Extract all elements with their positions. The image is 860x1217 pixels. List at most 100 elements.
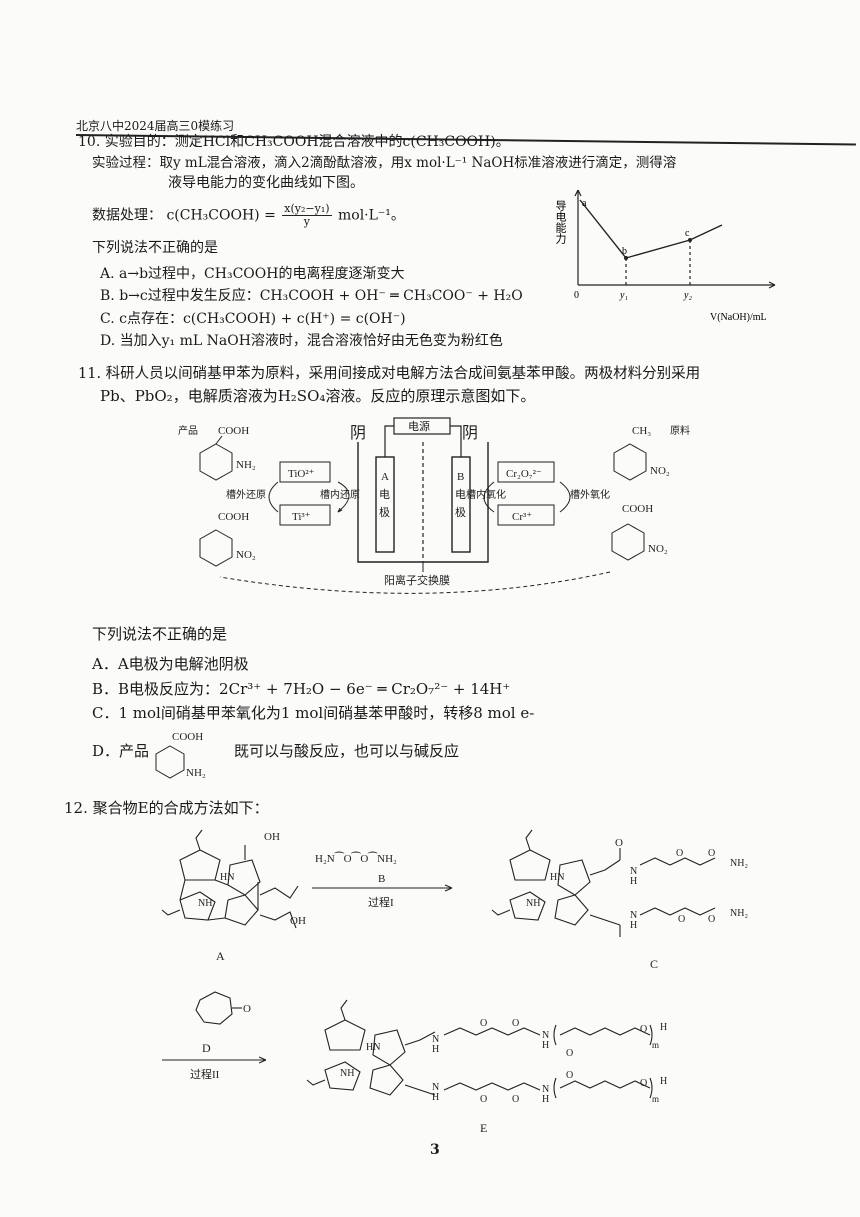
optd-nh2: NH₂ bbox=[186, 767, 206, 779]
q12-synthesis-scheme: OH OH HN NH A H₂N⁀O⁀O⁀NH₂ B 过程I O N bbox=[161, 829, 748, 1135]
molecule-A: OH OH HN NH A bbox=[161, 829, 306, 963]
graph-label-c: c bbox=[685, 228, 690, 239]
q10-option-a: A. a→b过程中，CH₃COOH的电离程度逐渐变大 bbox=[100, 266, 405, 282]
mol-c-hn: HN bbox=[550, 872, 564, 883]
intermediate-left-ring bbox=[199, 529, 233, 567]
mol-e-end-h-bottom: H bbox=[660, 1076, 667, 1087]
return-arrow bbox=[219, 571, 611, 594]
mol-e-carbonyl-top: O bbox=[566, 1048, 573, 1059]
step1-label: 过程I bbox=[368, 896, 394, 909]
optd-ring bbox=[155, 745, 185, 779]
tio-label: TiO²⁺ bbox=[288, 468, 315, 480]
label-A: A bbox=[216, 949, 225, 963]
mol-c-o3: O bbox=[678, 914, 685, 925]
electrode-a-char1: 电 bbox=[379, 488, 390, 501]
tank-out-reduction-label: 槽外还原 bbox=[226, 488, 266, 501]
electrode-a-label: A bbox=[381, 471, 389, 483]
q10-formula-fraction: x(y₂−y₁) y bbox=[282, 203, 332, 228]
intermediate-left-cooh: COOH bbox=[218, 511, 249, 523]
tio-box bbox=[279, 461, 331, 483]
graph-label-a: a bbox=[582, 198, 587, 209]
q10-data-processing: 数据处理： c(CH₃COOH) = x(y₂−y₁) y mol·L⁻¹。 bbox=[92, 203, 405, 228]
mol-a-nh: NH bbox=[198, 898, 212, 909]
molecule-C: O N H O O NH₂ N H O O NH₂ HN NH C bbox=[491, 829, 748, 971]
mol-e-m-top: m bbox=[652, 1040, 659, 1050]
cr2o7-box bbox=[497, 461, 555, 483]
product-nh2: NH₂ bbox=[236, 459, 256, 471]
electrode-b-label: B bbox=[457, 471, 464, 483]
electrode-a bbox=[375, 456, 395, 553]
mol-e-carbonyl-bottom: O bbox=[566, 1070, 573, 1081]
mol-a-oh-top: OH bbox=[264, 831, 280, 843]
graph-label-b: b bbox=[622, 246, 627, 257]
mol-e-m-bottom: m bbox=[652, 1094, 659, 1104]
mol-e-n2-bottom: N bbox=[542, 1084, 549, 1095]
graph-point-c bbox=[688, 238, 692, 242]
q11-option-a: A．A电极为电解池阴极 bbox=[92, 655, 249, 673]
mol-e-end-o-top: O bbox=[640, 1024, 647, 1035]
mol-e-o2: O bbox=[512, 1018, 519, 1029]
intermediate-left-no2: NO₂ bbox=[236, 549, 256, 561]
ti-box bbox=[279, 504, 331, 526]
membrane-label: 阳离子交换膜 bbox=[384, 573, 450, 587]
mol-e-o3: O bbox=[480, 1094, 487, 1105]
optd-cooh: COOH bbox=[172, 731, 203, 743]
graph-origin: 0 bbox=[574, 290, 579, 301]
q11-line1: 11. 科研人员以间硝基甲苯为原料，采用间接成对电解方法合成间氨基苯甲酸。两极材… bbox=[78, 366, 701, 382]
power-source-label: 电源 bbox=[408, 419, 430, 433]
mol-c-h-bottom: H bbox=[630, 920, 637, 931]
intermediate-right-no2: NO₂ bbox=[648, 543, 668, 555]
q11-question: 下列说法不正确的是 bbox=[92, 625, 228, 643]
d-carbonyl-o: O bbox=[243, 1003, 251, 1015]
graph-ylabel: 导电能力 bbox=[554, 200, 567, 244]
label-E: E bbox=[480, 1121, 487, 1135]
mol-e-end-o-bottom: O bbox=[640, 1078, 647, 1089]
mol-e-n2-top: N bbox=[542, 1030, 549, 1041]
q10-conductivity-graph: 导电能力 a b c 0 y₁ y₂ V(NaOH)/mL bbox=[554, 189, 776, 323]
mol-e-n-top: N bbox=[432, 1034, 439, 1045]
reagent-B: H₂N⁀O⁀O⁀NH₂ bbox=[315, 852, 397, 865]
mol-c-o1: O bbox=[676, 848, 683, 859]
mol-c-nh2-bottom: NH₂ bbox=[730, 908, 748, 919]
q11-option-d-molecule: COOH NH₂ bbox=[155, 731, 206, 779]
mol-e-h-bottom: H bbox=[432, 1092, 439, 1103]
graph-curve bbox=[579, 199, 723, 259]
mol-c-nh: NH bbox=[526, 898, 540, 909]
electrode-b bbox=[451, 456, 471, 553]
q11-option-d-text: 既可以与酸反应，也可以与碱反应 bbox=[234, 742, 460, 760]
q11-option-c: C．1 mol间硝基甲苯氧化为1 mol间硝基苯甲酸时，转移8 mol e- bbox=[92, 704, 535, 722]
mol-e-end-h-top: H bbox=[660, 1022, 667, 1033]
q10-option-b: B. b→c过程中发生反应：CH₃COOH + OH⁻ ═ CH₃COO⁻ + … bbox=[100, 288, 523, 304]
mol-e-hn: HN bbox=[366, 1042, 380, 1053]
graph-point-b bbox=[624, 256, 628, 260]
raw-label: 原料 bbox=[670, 424, 690, 437]
ti-label: Ti³⁺ bbox=[292, 511, 311, 523]
q11-electrolysis-diagram: 电源 阴 阴 A 电 极 B 电 极 阳离子交换膜 TiO²⁺ Ti³⁺ bbox=[178, 417, 690, 594]
q10-option-c: C. c点存在：c(CH₃COOH) + c(H⁺) = c(OH⁻) bbox=[100, 311, 406, 327]
label-C: C bbox=[650, 957, 658, 971]
tank-in-oxidation-label: 槽内氧化 bbox=[466, 488, 506, 501]
q10-line2: 实验过程：取y mL混合溶液，滴入2滴酚酞溶液，用x mol·L⁻¹ NaOH标… bbox=[92, 155, 677, 171]
mol-c-nh2-top: NH₂ bbox=[730, 858, 748, 869]
electrode-a-char2: 极 bbox=[379, 505, 390, 519]
product-label: 产品 bbox=[178, 424, 198, 437]
handwritten-right: 阴 bbox=[462, 424, 478, 442]
q10-formula-den: y bbox=[303, 215, 310, 228]
mol-c-o2: O bbox=[708, 848, 715, 859]
mol-c-o-top: O bbox=[615, 837, 623, 849]
mol-c-o4: O bbox=[708, 914, 715, 925]
cr-box bbox=[497, 504, 555, 526]
q11-option-b: B．B电极反应为：2Cr³⁺ + 7H₂O − 6e⁻ ═ Cr₂O₇²⁻ + … bbox=[92, 680, 511, 698]
q10-formula-left: c(CH₃COOH) = bbox=[166, 207, 276, 224]
mol-e-o4: O bbox=[512, 1094, 519, 1105]
q10-question: 下列说法不正确的是 bbox=[92, 240, 218, 256]
intermediate-right-ring bbox=[611, 523, 645, 561]
mol-e-h-top: H bbox=[432, 1044, 439, 1055]
mol-e-o1: O bbox=[480, 1018, 487, 1029]
electrode-b-char2: 极 bbox=[455, 505, 466, 519]
tank-in-reduction-label: 槽内还原 bbox=[320, 488, 360, 501]
q10-line1: 10. 实验目的：测定HCl和CH₃COOH混合溶液中的c(CH₃COOH)。 bbox=[78, 134, 510, 150]
mol-a-hn: HN bbox=[220, 872, 234, 883]
intermediate-right-cooh: COOH bbox=[622, 503, 653, 515]
